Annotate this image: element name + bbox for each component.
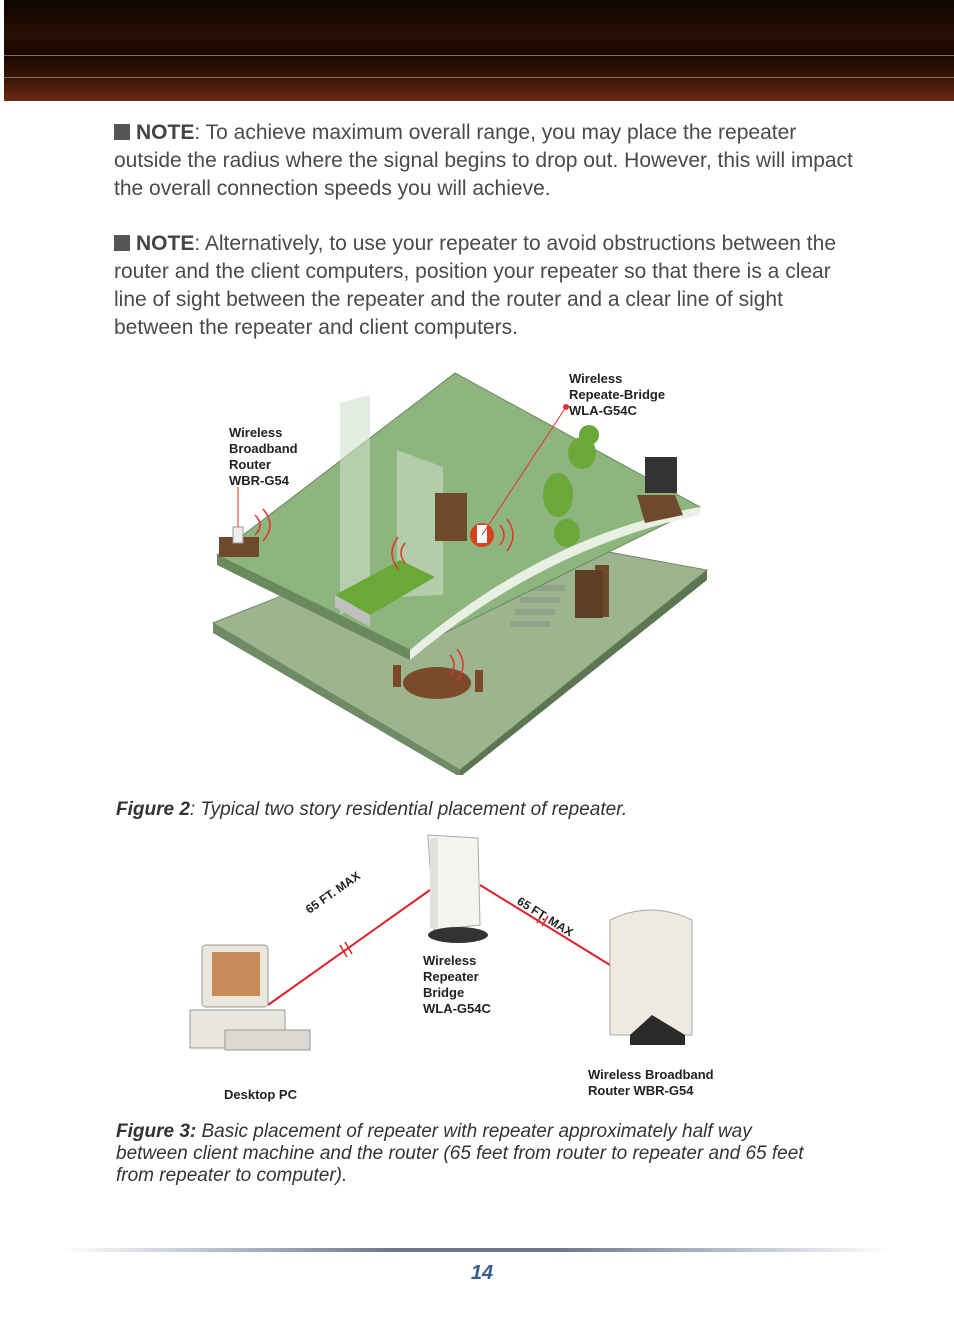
note-text: : To achieve maximum overall range, you … [114,121,853,200]
figure-2-house-illustration [211,372,709,775]
figure-3-pc-label: Desktop PC [224,1087,297,1102]
note-label: NOTE [136,121,195,144]
figure-2-repeater-label: Wireless Repeate-Bridge WLA-G54C [569,371,666,418]
figure-3-diagram [189,834,693,1051]
note-2: NOTE: Alternatively, to use your repeate… [114,230,854,342]
note-1: NOTE: To achieve maximum overall range, … [114,119,854,203]
figure-3-repeater-label: Wireless Repeater Bridge WLA-G54C [423,953,491,1016]
desktop-pc-icon [189,944,311,1051]
footer-rule [60,1248,890,1252]
page-number: 14 [470,1262,494,1284]
note-text: : Alternatively, to use your repeater to… [114,232,836,339]
figure-2-label: Figure 2 [116,799,190,820]
figure-2-caption-text: : Typical two story residential placemen… [189,799,628,820]
header-band [4,0,954,101]
figure-3-label: Figure 3: [116,1121,197,1142]
bullet-square-icon [114,124,130,140]
figure-2-caption: Figure 2: Typical two story residential … [116,799,627,821]
figure-2-router-label: Wireless Broadband Router WBR-G54 [229,425,298,488]
figure-3-caption: Figure 3: Basic placement of repeater wi… [116,1121,816,1187]
repeater-device-icon [427,834,488,943]
figure-3-caption-text: Basic placement of repeater with repeate… [116,1121,804,1186]
bullet-square-icon [114,235,130,251]
note-label: NOTE [136,232,195,255]
figure-3-router-label: Wireless Broadband Router WBR-G54 [588,1067,714,1098]
router-device-icon [609,909,693,1045]
